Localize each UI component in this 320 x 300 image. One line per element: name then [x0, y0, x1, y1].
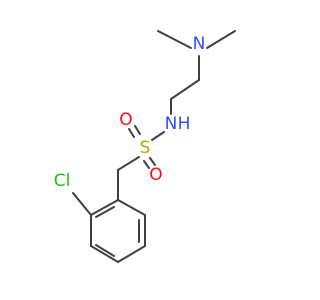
- bond-methyl-left-to-amine-n: [157, 30, 192, 49]
- ring-bond-4: [90, 245, 119, 263]
- molecule-structure-diagram: N N H S O O Cl: [54, 30, 236, 263]
- atom-label-group: N N H S O O Cl: [54, 34, 206, 191]
- ring-inner-bond-c: [95, 206, 115, 218]
- bond-group: [72, 30, 236, 263]
- atom-label-chlorine: Cl: [54, 171, 71, 191]
- bond-sulfur-oxygen-top-a: [128, 128, 135, 138]
- bond-ring-to-chlorine: [72, 192, 92, 216]
- atom-label-amide-nitrogen: N: [165, 114, 178, 134]
- atom-label-amine-nitrogen: N: [193, 34, 206, 54]
- ring-bond-3: [117, 245, 146, 263]
- ring-bond-6: [90, 199, 119, 216]
- atom-label-oxygen-bottom: O: [149, 165, 162, 185]
- atom-label-sulfur: S: [140, 138, 151, 158]
- ring-inner-bond-b: [95, 244, 115, 257]
- atom-label-oxygen-top: O: [119, 110, 132, 130]
- bond-sulfur-oxygen-bottom-b: [143, 160, 150, 169]
- bond-sulfur-to-benzyl-ch2: [117, 156, 140, 171]
- bond-sulfur-oxygen-top-b: [134, 125, 141, 135]
- bond-sulfur-oxygen-bottom-a: [149, 157, 156, 166]
- atom-label-amide-hydrogen: H: [178, 114, 191, 134]
- ring-bond-1: [117, 199, 146, 216]
- bond-ch2-ch2: [170, 79, 200, 100]
- bond-amide-n-to-sulfur: [151, 131, 165, 141]
- bond-amine-n-to-methyl-right: [206, 30, 236, 49]
